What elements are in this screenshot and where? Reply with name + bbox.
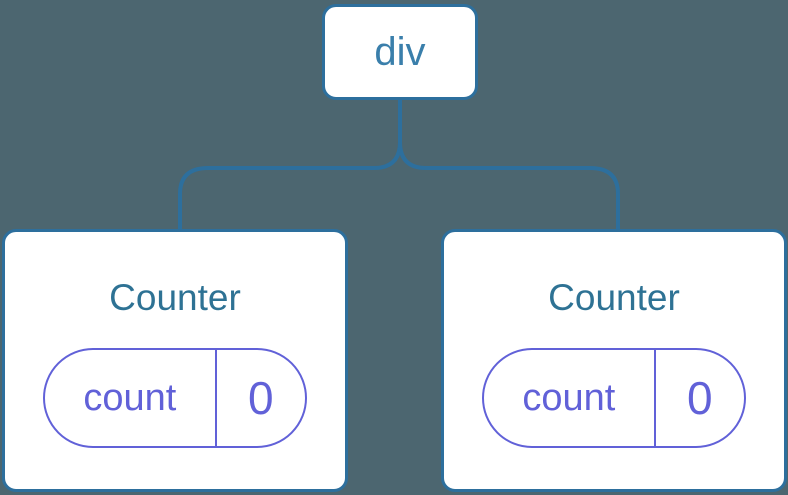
state-pill: count 0 xyxy=(482,348,746,449)
component-title: Counter xyxy=(109,277,241,318)
state-value-cell: 0 xyxy=(217,350,305,446)
state-name-label: count xyxy=(83,376,177,419)
root-node-label: div xyxy=(374,29,426,74)
state-name-label: count xyxy=(522,376,616,419)
state-value-cell: 0 xyxy=(656,350,744,446)
component-title: Counter xyxy=(548,277,680,318)
state-pill: count 0 xyxy=(43,348,307,449)
state-name-cell: count xyxy=(484,350,656,447)
tree-node-counter-left: Counter count 0 xyxy=(2,229,348,492)
tree-node-counter-right: Counter count 0 xyxy=(441,229,787,492)
connector-right-branch xyxy=(398,100,620,231)
connector-left-branch xyxy=(178,100,402,231)
state-name-cell: count xyxy=(45,350,217,447)
state-value-label: 0 xyxy=(248,372,274,425)
state-value-label: 0 xyxy=(687,372,713,425)
tree-node-root-div: div xyxy=(322,4,478,100)
